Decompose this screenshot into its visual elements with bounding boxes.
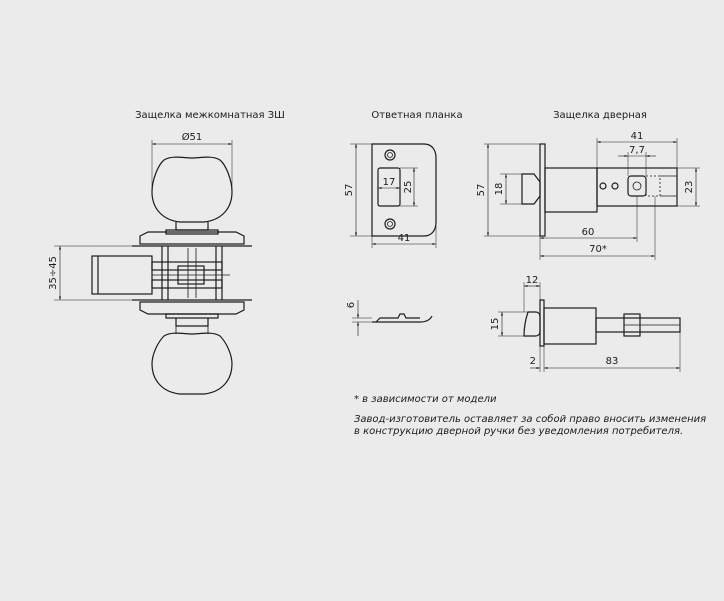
- dim-strike-thickness: 6: [346, 302, 357, 308]
- title-door-latch: Защелка дверная: [553, 110, 647, 121]
- door-latch-side-drawing: 12 15 2 83: [490, 275, 681, 372]
- dim-latch-length-70: 70*: [589, 244, 607, 255]
- disclaimer-line-2: в конструкцию дверной ручки без уведомле…: [354, 425, 683, 437]
- dim-latch-tail-height: 23: [684, 181, 695, 194]
- knob-set-drawing: Ø51 35÷45: [48, 131, 252, 395]
- footnote: * в зависимости от модели: [354, 394, 497, 405]
- dim-bolt-projection: 12: [526, 275, 539, 286]
- dim-knob-diameter: Ø51: [182, 131, 203, 143]
- dim-strike-width: 41: [398, 233, 411, 244]
- dim-plate-thickness: 2: [530, 356, 536, 367]
- dim-strike-window-height: 25: [403, 181, 414, 194]
- dim-latch-range: 35÷45: [48, 256, 59, 290]
- dim-latch-body-width: 41: [631, 131, 644, 142]
- dim-strike-window-width: 17: [383, 177, 396, 188]
- title-interior-latch: Защелка межкомнатная ЗШ: [135, 110, 285, 121]
- strike-plate-drawing: 57 17 25 41 6: [344, 143, 437, 336]
- dim-strike-height: 57: [344, 184, 355, 197]
- dim-latch-hole-spacing: 7,7: [629, 145, 645, 156]
- dim-latch-height: 57: [476, 184, 487, 197]
- disclaimer-line-1: Завод-изготовитель оставляет за собой пр…: [354, 413, 706, 425]
- dim-bolt-height: 15: [490, 318, 501, 331]
- dim-latch-bolt-height: 18: [494, 183, 505, 196]
- door-latch-drawing: 57 18 41 7,7 23 60 70*: [476, 131, 700, 260]
- dim-total-length: 83: [606, 356, 619, 367]
- dim-latch-length-60: 60: [582, 227, 595, 238]
- title-strike-plate: Ответная планка: [371, 110, 462, 121]
